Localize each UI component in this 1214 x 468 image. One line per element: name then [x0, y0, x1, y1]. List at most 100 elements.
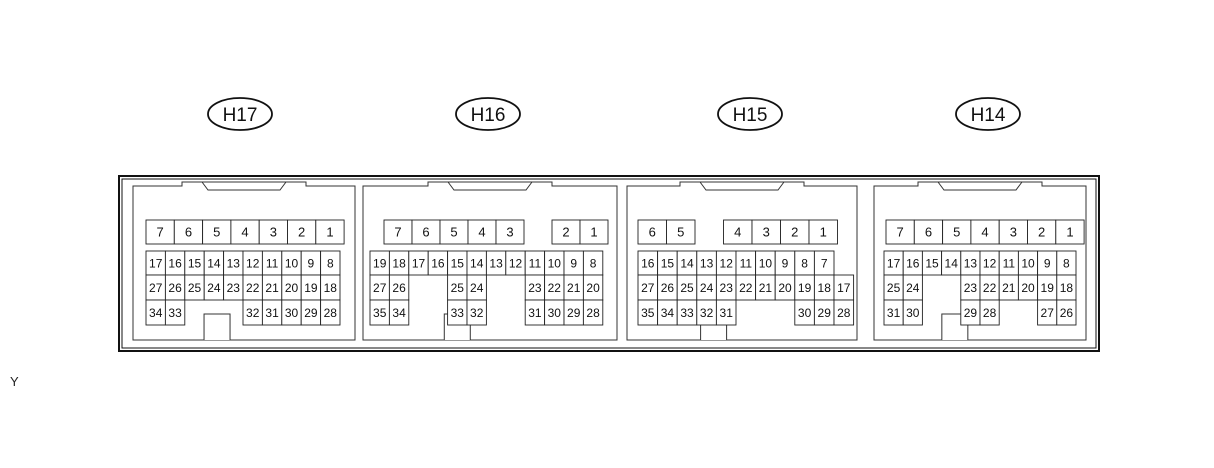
- connector-housing: [132, 181, 356, 341]
- pin-cell: 22: [242, 274, 263, 301]
- pin-number: 30: [906, 306, 920, 320]
- pin-number: 4: [241, 225, 248, 240]
- pin-number: 20: [778, 281, 792, 295]
- pin-number: 19: [373, 257, 387, 271]
- pin-number: 15: [451, 257, 465, 271]
- pin-cell: 15: [447, 250, 468, 276]
- pin-number: 30: [798, 306, 812, 320]
- pin-cell: 15: [657, 250, 678, 276]
- pin-number: 27: [641, 281, 655, 295]
- pin-number: 6: [925, 225, 932, 240]
- pin-number: 16: [431, 257, 445, 271]
- pin-number: 25: [887, 281, 901, 295]
- pin-cell: 18: [388, 250, 410, 276]
- pin-number: 30: [548, 306, 562, 320]
- pin-cell: 4: [230, 219, 260, 245]
- pin-cell: 6: [913, 219, 944, 245]
- pin-number: 22: [739, 281, 753, 295]
- pin-number: 31: [720, 306, 734, 320]
- pin-number: 9: [1044, 257, 1051, 271]
- pin-number: 12: [983, 257, 997, 271]
- pin-number: 15: [661, 257, 675, 271]
- connector-label-oval: [455, 97, 521, 131]
- pin-number: 10: [548, 257, 562, 271]
- pin-cell: 20: [774, 274, 796, 301]
- pin-cell: 30: [281, 299, 302, 326]
- connector-label: H15: [733, 105, 768, 126]
- pin-cell: 28: [320, 299, 341, 326]
- pin-cell: 23: [715, 274, 737, 301]
- pin-cell: 12: [979, 250, 1000, 276]
- pin-cell: 25: [883, 274, 904, 301]
- pin-number: 21: [1002, 281, 1016, 295]
- pin-number: 7: [157, 225, 164, 240]
- pin-cell: 22: [979, 274, 1000, 301]
- pin-cell: 14: [203, 250, 225, 276]
- pin-number: 19: [1041, 281, 1055, 295]
- pin-number: 28: [837, 306, 851, 320]
- pin-cell: 2: [780, 219, 810, 245]
- pin-number: 8: [327, 257, 334, 271]
- pin-number: 10: [759, 257, 773, 271]
- pin-number: 27: [373, 281, 387, 295]
- pin-cell: 29: [960, 299, 981, 326]
- connector-label-oval: [207, 97, 273, 131]
- pin-cell: 1: [579, 219, 609, 245]
- pin-cell: 17: [883, 250, 904, 276]
- connector-latch: [447, 181, 533, 191]
- pin-cell: 11: [998, 250, 1019, 276]
- pin-number: 24: [700, 281, 714, 295]
- pin-number: 28: [983, 306, 997, 320]
- pin-cell: 31: [715, 299, 737, 326]
- pin-number: 4: [478, 225, 485, 240]
- pin-cell: 20: [1017, 274, 1039, 301]
- pin-cell: 16: [427, 250, 449, 276]
- pin-cell: 7: [813, 250, 835, 276]
- pin-cell: 13: [485, 250, 507, 276]
- pin-number: 14: [470, 257, 484, 271]
- pin-cell: 29: [300, 299, 322, 326]
- pin-number: 22: [548, 281, 562, 295]
- pin-cell: 8: [320, 250, 341, 276]
- pin-cell: 16: [902, 250, 923, 276]
- pin-cell: 9: [774, 250, 796, 276]
- pin-number: 10: [1021, 257, 1035, 271]
- pin-cell: 31: [261, 299, 283, 326]
- pin-cell: 30: [544, 299, 565, 326]
- pin-cell: 6: [173, 219, 204, 245]
- pin-number: 7: [821, 257, 828, 271]
- connector-latch: [201, 181, 287, 191]
- pin-cell: 24: [902, 274, 923, 301]
- pin-cell: 25: [447, 274, 468, 301]
- pin-cell: 8: [1056, 250, 1077, 276]
- pin-number: 32: [246, 306, 260, 320]
- connector-label: H17: [223, 105, 258, 126]
- pin-number: 11: [740, 257, 753, 271]
- pin-number: 6: [185, 225, 192, 240]
- pin-number: 27: [1041, 306, 1055, 320]
- pin-number: 1: [820, 225, 827, 240]
- pin-number: 26: [661, 281, 675, 295]
- pin-number: 25: [188, 281, 202, 295]
- pin-cell: 27: [637, 274, 659, 301]
- pin-cell: 19: [300, 274, 322, 301]
- pin-number: 21: [567, 281, 581, 295]
- pin-number: 22: [246, 281, 260, 295]
- pin-cell: 24: [466, 274, 487, 301]
- pin-number: 33: [168, 306, 182, 320]
- pin-number: 16: [906, 257, 920, 271]
- pin-cell: 10: [1017, 250, 1039, 276]
- pin-cell: 16: [164, 250, 186, 276]
- pin-cell: 34: [145, 299, 166, 326]
- pin-cell: 1: [1055, 219, 1085, 245]
- pin-cell: 29: [813, 299, 835, 326]
- pin-cell: 7: [383, 219, 413, 245]
- pin-number: 13: [489, 257, 503, 271]
- pin-number: 1: [590, 225, 597, 240]
- pin-cell: 7: [885, 219, 915, 245]
- pin-number: 26: [1060, 306, 1074, 320]
- pin-number: 10: [285, 257, 299, 271]
- pin-number: 29: [818, 306, 832, 320]
- pin-cell: 3: [258, 219, 288, 245]
